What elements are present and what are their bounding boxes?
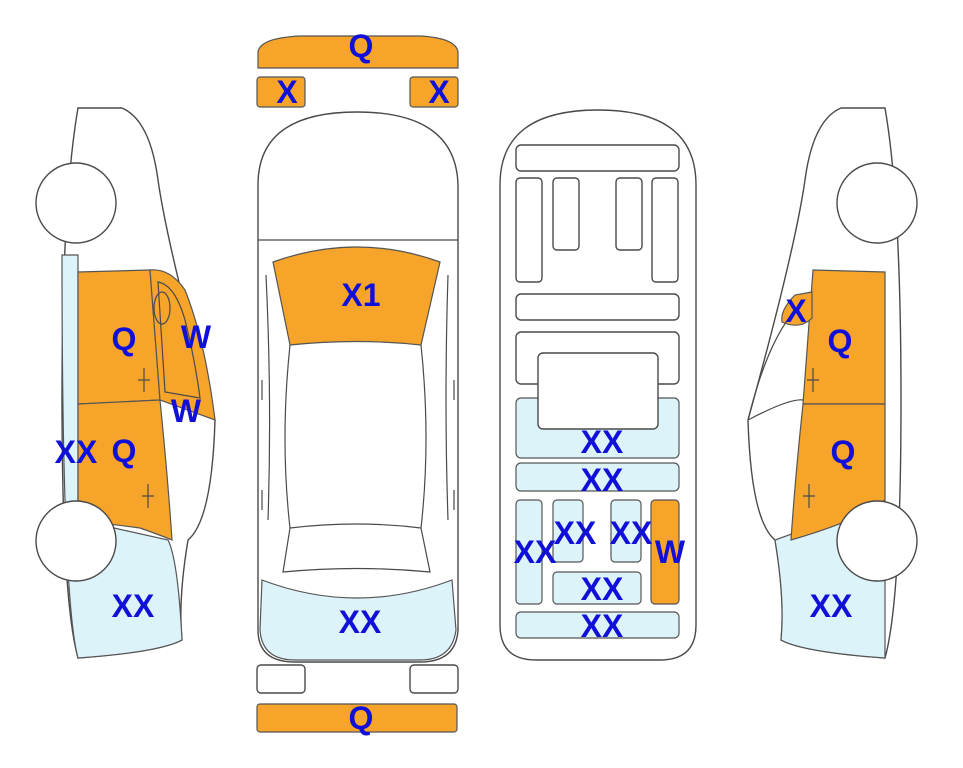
interior-view	[499, 109, 697, 661]
floor-panel-2[interactable]	[515, 462, 680, 492]
interior-mid-left-label: XX	[554, 515, 597, 551]
rear-panel-1[interactable]	[552, 571, 642, 605]
right-rear-door-label: Q	[831, 434, 856, 470]
left-rear-wheel	[35, 500, 117, 582]
front-bumper-label: Q	[349, 28, 374, 64]
rear-right-light	[409, 664, 459, 694]
dashboard	[515, 144, 680, 172]
interior-rear-1-label: XX	[581, 571, 624, 607]
top-view-pillars	[261, 274, 455, 521]
front-right-seat	[615, 177, 643, 251]
interior-floor-2-label: XX	[581, 462, 624, 498]
rear-parts	[256, 664, 459, 733]
left-rear-door-label: Q	[112, 433, 137, 469]
right-rear-wheel	[836, 500, 918, 582]
left-seat-panel[interactable]	[515, 499, 543, 605]
roof-rear-label: XX	[339, 604, 382, 640]
rear-left-light	[256, 664, 306, 694]
rear-bumper-panel[interactable]	[256, 703, 458, 733]
front-right-light-label: X	[428, 74, 450, 110]
left-window-glass	[157, 281, 201, 399]
right-window-line	[747, 299, 806, 421]
right-mirror-label: X	[785, 293, 807, 329]
rear-panel-2[interactable]	[515, 611, 680, 639]
front-left-seat	[552, 177, 580, 251]
front-right-light-panel[interactable]	[409, 76, 459, 108]
mid-left-panel[interactable]	[552, 499, 584, 563]
roof-outline	[284, 344, 427, 529]
rear-window-outline	[282, 523, 431, 573]
left-mirror	[153, 291, 171, 325]
interior-floor-1-label: XX	[581, 424, 624, 460]
left-front-wheel	[35, 162, 117, 244]
left-handle-1	[138, 368, 150, 392]
left-rear-window-label: W	[171, 393, 202, 429]
front-right-seat-outer	[651, 177, 679, 283]
console	[515, 293, 680, 321]
left-front-window[interactable]	[149, 269, 216, 421]
front-left-light-panel[interactable]	[256, 76, 306, 108]
right-handle-2	[803, 484, 815, 508]
right-front-wheel	[836, 162, 918, 244]
mid-right-panel[interactable]	[610, 499, 642, 563]
left-front-door-label: Q	[112, 321, 137, 357]
top-view-body	[257, 111, 459, 663]
interior-left-seat-label: XX	[514, 534, 557, 570]
front-left-light-label: X	[276, 74, 298, 110]
front-bumper-panel[interactable]	[257, 35, 459, 69]
right-seat-panel[interactable]	[650, 499, 680, 605]
left-front-window-label: W	[181, 319, 212, 355]
right-side-view	[747, 107, 918, 659]
interior-right-seat-label: W	[655, 534, 686, 570]
right-rear-quarter-label: XX	[810, 588, 853, 624]
damage-labels: Q X X X1 XX Q Q W W XX Q XX X Q Q XX XX …	[55, 28, 856, 736]
right-handle-1	[807, 368, 819, 392]
left-rocker-label: XX	[55, 434, 98, 470]
center-display	[537, 352, 659, 430]
front-parts	[256, 35, 459, 108]
left-side-view	[35, 107, 216, 659]
rear-bumper-label: Q	[349, 700, 374, 736]
roof-rear-panel[interactable]	[259, 579, 457, 661]
interior-mid-right-label: XX	[610, 515, 653, 551]
front-left-seat-outer	[515, 177, 543, 283]
interior-rear-2-label: XX	[581, 608, 624, 644]
windshield-panel[interactable]	[272, 246, 441, 346]
left-handle-2	[142, 484, 154, 508]
windshield-label: X1	[341, 277, 380, 313]
right-front-door-label: Q	[828, 323, 853, 359]
top-view-car	[257, 111, 459, 663]
left-rear-quarter-label: XX	[112, 588, 155, 624]
